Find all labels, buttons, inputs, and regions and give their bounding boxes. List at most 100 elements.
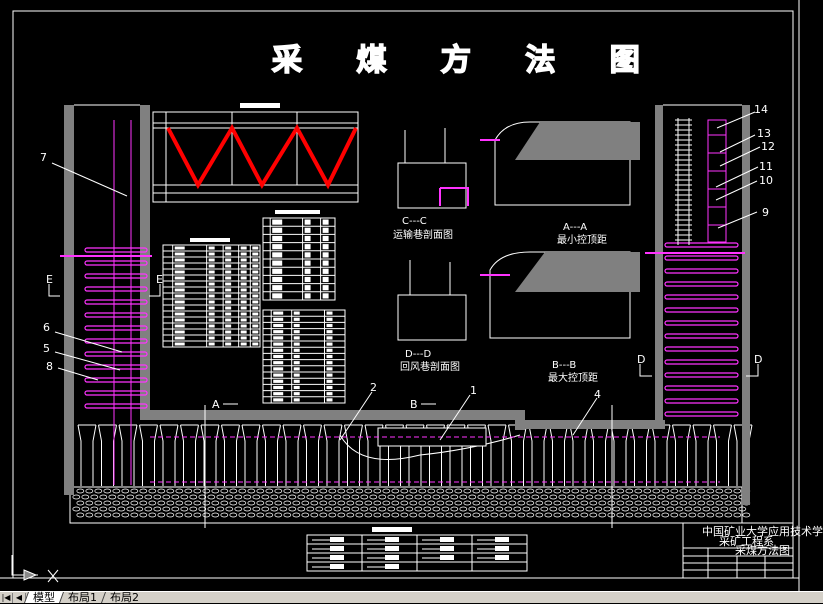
callout-2: 2 (370, 381, 377, 394)
tab-layout2[interactable]: 布局2 (100, 591, 148, 604)
gravel-stone (265, 512, 274, 518)
gravel-stone (301, 512, 310, 518)
gravel-stone (477, 506, 486, 512)
gravel-stone (711, 506, 720, 512)
roadway-supports (60, 118, 745, 485)
table-cell-text (293, 317, 300, 321)
gravel-stone (220, 500, 229, 506)
table-cell-text (208, 342, 215, 346)
table-cell-text (174, 294, 185, 298)
gravel-stone (522, 494, 531, 500)
gravel-stone (216, 506, 225, 512)
gravel-stone (76, 500, 85, 506)
gravel-stone (643, 512, 652, 518)
table-cell-text (225, 246, 232, 250)
table-cell-text (174, 342, 185, 346)
gravel-stone (472, 488, 481, 494)
gravel-stone (292, 512, 301, 518)
table-cell-text (304, 260, 311, 266)
gravel-stone (657, 506, 666, 512)
gravel-stone (76, 488, 85, 494)
table-cell-text (322, 260, 329, 266)
table-title (190, 238, 230, 242)
hydraulic-support (508, 424, 527, 486)
table-cell-text (322, 293, 329, 299)
gravel-stone (301, 488, 310, 494)
gravel-stone (558, 506, 567, 512)
tab-layout1[interactable]: 布局1 (58, 591, 106, 604)
gravel-stone (301, 500, 310, 506)
section-cc-label: C---C (402, 216, 427, 227)
gravel-stone (639, 506, 648, 512)
section-mark-b: B (410, 398, 418, 411)
hydraulic-support (487, 424, 507, 486)
table-cell-text (322, 276, 329, 283)
gravel-stone (580, 500, 589, 506)
gravel-stone (445, 500, 454, 506)
callout-14: 14 (754, 103, 768, 116)
hydraulic-support (344, 424, 363, 486)
table-cell-text (322, 244, 329, 250)
gravel-stone (391, 500, 400, 506)
gravel-stone (706, 512, 715, 518)
table-cell-text (293, 361, 300, 365)
table-cell-text (174, 324, 185, 328)
drawing-canvas[interactable]: 采 煤 方 法 图 (0, 0, 823, 591)
gravel-stone (715, 512, 724, 518)
gravel-stone (697, 488, 706, 494)
gravel-stone (688, 488, 697, 494)
gravel-stone (351, 494, 360, 500)
table-cell-text (304, 268, 311, 274)
gravel-stone (724, 488, 733, 494)
gravel-stone (99, 506, 108, 512)
gravel-stone (139, 488, 148, 494)
gravel-stone (396, 506, 405, 512)
table-cell-text (293, 385, 300, 390)
gravel-stone (490, 500, 499, 506)
callout-5: 5 (43, 342, 50, 355)
callout-11: 11 (759, 160, 773, 173)
gravel-stone (679, 512, 688, 518)
gravel-stone (252, 506, 261, 512)
table-cell-text (252, 318, 259, 322)
table-cell-text (304, 219, 311, 225)
title-block-drawing-name: 采煤方法图 (735, 543, 790, 557)
hydraulic-support (549, 424, 568, 486)
table-cell-text (272, 252, 283, 258)
gravel-stone (549, 494, 558, 500)
gravel-stone (189, 494, 198, 500)
gravel-stone (346, 488, 355, 494)
table-cell-text (252, 246, 259, 250)
gravel-stone (508, 512, 517, 518)
legend-text (440, 537, 454, 542)
gravel-stone (684, 506, 693, 512)
gravel-stone (585, 494, 594, 500)
table-cell-text (174, 252, 185, 256)
section-bb-caption: 最大控顶距 (548, 371, 598, 384)
gravel-stone (517, 500, 526, 506)
gravel-stone (243, 494, 252, 500)
gravel-stone (414, 506, 423, 512)
gravel-stone (81, 506, 90, 512)
table-cell-text (240, 258, 247, 262)
callout-4: 4 (594, 388, 601, 401)
gravel-stone (499, 488, 508, 494)
gravel-stone (162, 506, 171, 512)
gravel-stone (274, 512, 283, 518)
gravel-stone (270, 494, 279, 500)
gravel-stone (409, 488, 418, 494)
gravel-stone (625, 512, 634, 518)
gravel-stone (630, 494, 639, 500)
first-layout-icon[interactable]: |◀ (0, 592, 13, 603)
table-cell-text (293, 354, 300, 359)
gravel-stone (166, 500, 175, 506)
table-cell-text (208, 270, 215, 274)
support-beam (84, 325, 148, 331)
tab-model[interactable]: 模型 (23, 591, 64, 604)
legend-text (385, 537, 399, 542)
gravel-stone (445, 488, 454, 494)
gravel-stone (513, 506, 522, 512)
table-cell-text (326, 336, 333, 340)
gravel-stone (468, 506, 477, 512)
table-cell-text (293, 342, 300, 346)
